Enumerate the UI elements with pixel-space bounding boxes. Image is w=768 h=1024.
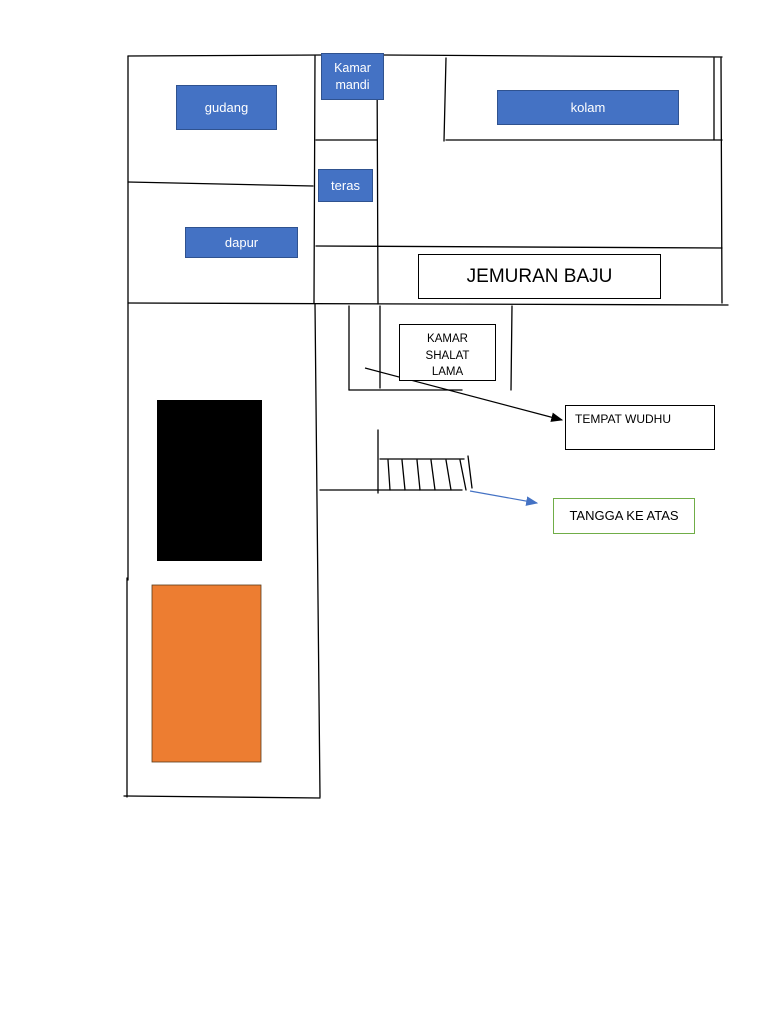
- stair-step: [467, 455, 473, 489]
- stair-step: [459, 459, 467, 491]
- room-gudang: gudang: [176, 85, 277, 130]
- wall-corridor-left: [314, 303, 321, 798]
- wall-bottom: [123, 795, 321, 799]
- stair-step: [387, 459, 391, 491]
- callout-tempat-wudhu: TEMPAT WUDHU: [565, 405, 715, 450]
- room-kamar-shalat-lama: KAMAR SHALAT LAMA: [399, 324, 496, 381]
- room-teras: teras: [318, 169, 373, 202]
- black-block: [157, 400, 262, 561]
- area-jemuran-baju: JEMURAN BAJU: [418, 254, 661, 299]
- stair-step: [401, 459, 406, 491]
- orange-block: [151, 584, 262, 763]
- wall-gudang-dapur: [127, 181, 314, 187]
- callout-tangga-ke-atas: TANGGA KE ATAS: [553, 498, 695, 534]
- arrow-to-tangga: [469, 490, 539, 506]
- stair-step: [416, 459, 421, 491]
- room-kolam: kolam: [497, 90, 679, 125]
- room-kamar-mandi: Kamar mandi: [321, 53, 384, 100]
- wall-outer-right: [720, 57, 723, 304]
- stair-step: [430, 459, 436, 491]
- room-dapur: dapur: [185, 227, 298, 258]
- wall-jemuran-top: [315, 245, 723, 249]
- stair-step: [445, 459, 452, 491]
- wall-shalat-right: [510, 305, 513, 391]
- wall-upper-section: [127, 302, 729, 306]
- arrow-to-tempat-wudhu: [364, 367, 564, 422]
- wall-kolam-left: [443, 57, 447, 142]
- wall-inner-left: [313, 55, 316, 304]
- wall-top-right: [383, 54, 723, 58]
- wall-top-left: [127, 54, 323, 57]
